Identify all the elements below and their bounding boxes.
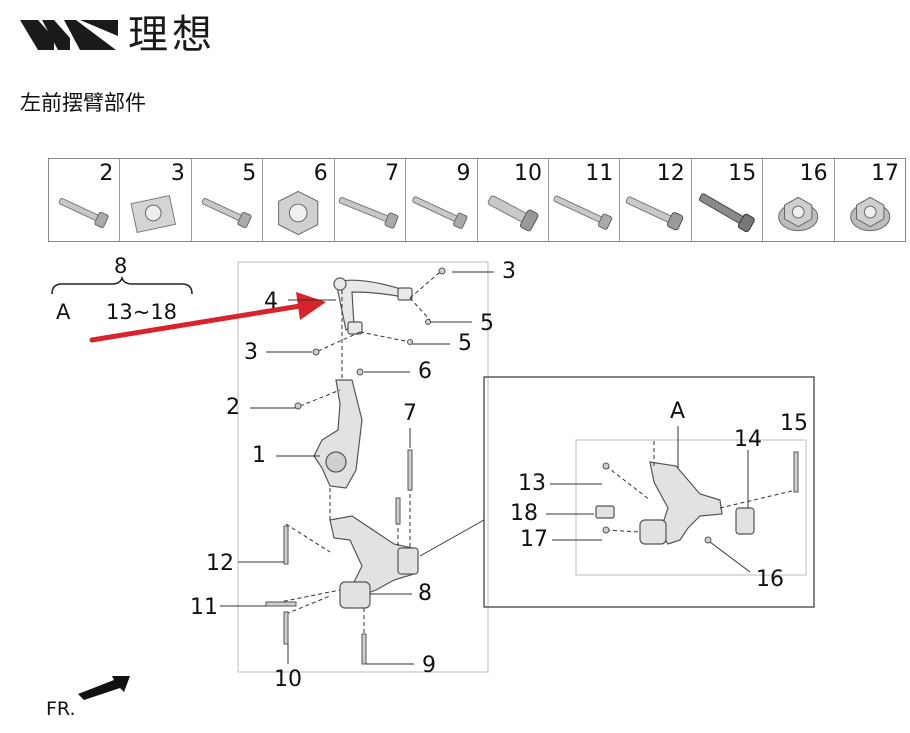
part-number: 2 bbox=[99, 161, 114, 186]
part-cell[interactable]: 6 bbox=[263, 159, 335, 241]
callout-14: 14 bbox=[734, 427, 762, 452]
long-bolt-icon bbox=[338, 197, 399, 229]
callout-7: 7 bbox=[403, 401, 417, 426]
part-number: 12 bbox=[656, 161, 685, 186]
flange-nut-icon bbox=[778, 196, 819, 232]
callout-5-lower: 5 bbox=[458, 331, 472, 356]
callout-18: 18 bbox=[510, 501, 538, 526]
callout-9: 9 bbox=[422, 653, 436, 678]
callout-3-left: 3 bbox=[244, 340, 258, 365]
brand-name: 理想 bbox=[128, 12, 216, 58]
callout-12: 12 bbox=[206, 551, 234, 576]
threaded-bolt-icon bbox=[698, 193, 755, 233]
flange-nut-icon bbox=[849, 196, 890, 232]
part-cell[interactable]: 15 bbox=[692, 159, 764, 241]
callout-2: 2 bbox=[226, 395, 240, 420]
front-direction-arrow bbox=[78, 676, 130, 700]
bolt-icon bbox=[412, 196, 468, 229]
callout-13: 13 bbox=[518, 471, 546, 496]
part-cell[interactable]: 10 bbox=[478, 159, 549, 241]
callout-17: 17 bbox=[520, 527, 548, 552]
parts-strip: 2 3 5 6 7 9 10 11 12 15 16 17 bbox=[48, 158, 906, 242]
part-number: 17 bbox=[871, 161, 900, 186]
callout-5-upper: 5 bbox=[480, 311, 494, 336]
part-cell[interactable]: 5 bbox=[192, 159, 264, 241]
group-number: 8 bbox=[114, 254, 128, 278]
detail-title: A bbox=[670, 399, 686, 424]
part-cell[interactable]: 3 bbox=[120, 159, 192, 241]
part-cell[interactable]: 17 bbox=[835, 159, 905, 241]
part-cell[interactable]: 16 bbox=[763, 159, 835, 241]
red-pointer-arrow bbox=[89, 292, 326, 343]
bolt-icon bbox=[58, 198, 109, 229]
callout-4: 4 bbox=[264, 289, 278, 314]
long-bolt-icon bbox=[553, 195, 613, 230]
part-number: 5 bbox=[242, 161, 257, 186]
part-number: 10 bbox=[513, 161, 542, 186]
part-cell[interactable]: 12 bbox=[620, 159, 692, 241]
part-number: 6 bbox=[313, 161, 328, 186]
callout-10: 10 bbox=[274, 667, 302, 692]
flanged-bolt-icon bbox=[487, 195, 538, 232]
part-number: 11 bbox=[585, 161, 614, 186]
bolt-icon bbox=[201, 198, 252, 229]
callout-3-top: 3 bbox=[502, 259, 516, 284]
hex-nut-icon bbox=[278, 190, 319, 236]
flanged-bolt-icon bbox=[626, 196, 684, 231]
group-label-range: 13~18 bbox=[106, 300, 178, 324]
detail-control-arm bbox=[595, 461, 755, 545]
callout-8: 8 bbox=[418, 581, 432, 606]
group-brace bbox=[51, 276, 193, 295]
part-number: 16 bbox=[799, 161, 828, 186]
flange-nut-icon bbox=[130, 194, 177, 233]
front-label: FR. bbox=[46, 698, 76, 720]
lower-control-arm bbox=[329, 515, 419, 609]
callout-6: 6 bbox=[418, 359, 432, 384]
callout-15: 15 bbox=[780, 411, 808, 436]
part-number: 9 bbox=[456, 161, 471, 186]
part-cell[interactable]: 9 bbox=[406, 159, 478, 241]
upper-control-arm bbox=[333, 277, 413, 335]
part-cell[interactable]: 7 bbox=[335, 159, 407, 241]
callout-1: 1 bbox=[252, 443, 266, 468]
part-cell[interactable]: 11 bbox=[549, 159, 621, 241]
steering-knuckle bbox=[313, 379, 363, 489]
part-number: 7 bbox=[385, 161, 400, 186]
group-label-a: A bbox=[56, 300, 71, 324]
page-title: 左前摆臂部件 bbox=[20, 91, 146, 115]
callout-11: 11 bbox=[190, 595, 218, 620]
part-number: 3 bbox=[170, 161, 185, 186]
brand-logo bbox=[20, 20, 118, 50]
callout-16: 16 bbox=[756, 567, 784, 592]
part-cell[interactable]: 2 bbox=[49, 159, 121, 241]
part-number: 15 bbox=[728, 161, 757, 186]
